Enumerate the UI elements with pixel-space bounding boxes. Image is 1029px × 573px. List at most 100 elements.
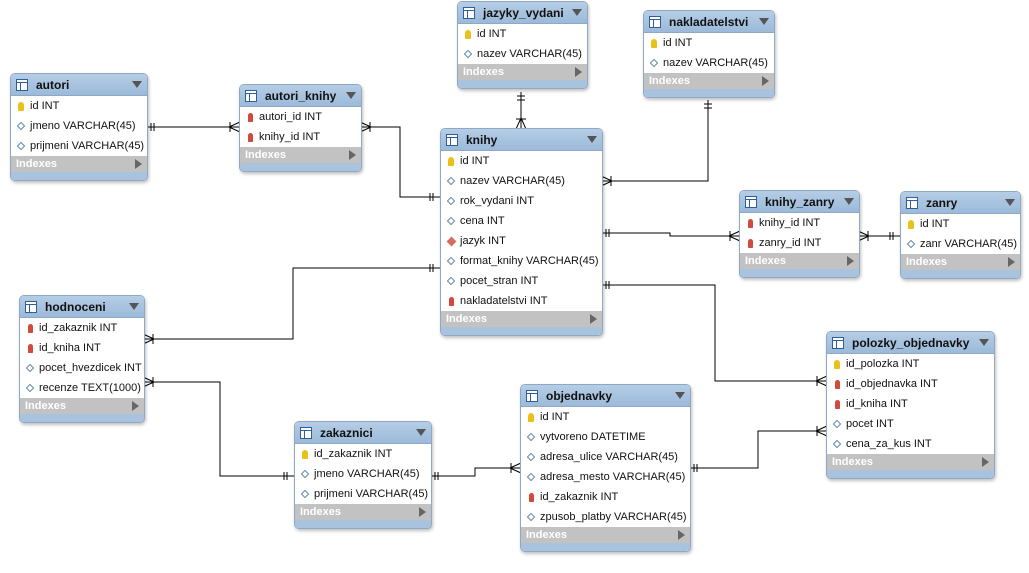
- column-row[interactable]: jmeno VARCHAR(45): [295, 464, 431, 484]
- indexes-bar[interactable]: Indexes: [740, 253, 859, 269]
- table-nakladatelstvi[interactable]: nakladatelstvi id INT nazev VARCHAR(45) Ind…: [643, 10, 775, 98]
- column-row[interactable]: vytvoreno DATETIME: [521, 427, 690, 447]
- column-row[interactable]: knihy_id INT: [740, 213, 859, 233]
- indexes-bar[interactable]: Indexes: [521, 527, 690, 543]
- indexes-bar[interactable]: Indexes: [827, 454, 994, 470]
- column-row[interactable]: id_zakaznik INT: [295, 444, 431, 464]
- table-header[interactable]: autori_knihy: [240, 85, 361, 107]
- expand-arrow-icon[interactable]: [575, 67, 582, 77]
- column-row[interactable]: nazev VARCHAR(45): [644, 53, 774, 73]
- column-label: nazev VARCHAR(45): [663, 57, 768, 69]
- table-header[interactable]: jazyky_vydani: [458, 2, 587, 24]
- column-row[interactable]: jmeno VARCHAR(45): [11, 116, 147, 136]
- dropdown-arrow-icon[interactable]: [572, 9, 582, 16]
- column-row[interactable]: format_knihy VARCHAR(45): [441, 251, 602, 271]
- column-row[interactable]: rok_vydani INT: [441, 191, 602, 211]
- dropdown-arrow-icon[interactable]: [675, 392, 685, 399]
- expand-arrow-icon[interactable]: [135, 159, 142, 169]
- column-row[interactable]: id INT: [441, 151, 602, 171]
- table-header[interactable]: polozky_objednavky: [827, 332, 994, 354]
- column-row[interactable]: id_kniha INT: [827, 394, 994, 414]
- table-header[interactable]: knihy_zanry: [740, 191, 859, 213]
- indexes-bar[interactable]: Indexes: [240, 147, 361, 163]
- column-row[interactable]: id INT: [644, 33, 774, 53]
- column-row[interactable]: cena INT: [441, 211, 602, 231]
- dropdown-arrow-icon[interactable]: [1005, 199, 1015, 206]
- indexes-bar[interactable]: Indexes: [458, 64, 587, 80]
- expand-arrow-icon[interactable]: [349, 150, 356, 160]
- column-row[interactable]: zanr VARCHAR(45): [901, 234, 1020, 254]
- column-label: prijmeni VARCHAR(45): [30, 140, 145, 152]
- dropdown-arrow-icon[interactable]: [979, 339, 989, 346]
- dropdown-arrow-icon[interactable]: [129, 303, 139, 310]
- column-row[interactable]: nakladatelstvi INT: [441, 291, 602, 311]
- column-row[interactable]: id INT: [458, 24, 587, 44]
- dropdown-arrow-icon[interactable]: [759, 18, 769, 25]
- column-row[interactable]: id_objednavka INT: [827, 374, 994, 394]
- indexes-bar[interactable]: Indexes: [644, 73, 774, 89]
- column-row[interactable]: id_zakaznik INT: [20, 318, 144, 338]
- column-row[interactable]: id_polozka INT: [827, 354, 994, 374]
- column-row[interactable]: id_kniha INT: [20, 338, 144, 358]
- column-row[interactable]: nazev VARCHAR(45): [441, 171, 602, 191]
- expand-arrow-icon[interactable]: [419, 507, 426, 517]
- table-header[interactable]: nakladatelstvi: [644, 11, 774, 33]
- indexes-bar[interactable]: Indexes: [11, 156, 147, 172]
- column-row[interactable]: zpusob_platby VARCHAR(45): [521, 507, 690, 527]
- expand-arrow-icon[interactable]: [982, 457, 989, 467]
- column-row[interactable]: zanry_id INT: [740, 233, 859, 253]
- column-row[interactable]: pocet_stran INT: [441, 271, 602, 291]
- expand-arrow-icon[interactable]: [762, 76, 769, 86]
- table-header[interactable]: knihy: [441, 129, 602, 151]
- table-header[interactable]: zanry: [901, 192, 1020, 214]
- column-label: id_kniha INT: [39, 342, 101, 354]
- column-row[interactable]: prijmeni VARCHAR(45): [11, 136, 147, 156]
- column-row[interactable]: nazev VARCHAR(45): [458, 44, 587, 64]
- column-row[interactable]: adresa_ulice VARCHAR(45): [521, 447, 690, 467]
- column-row[interactable]: id_zakaznik INT: [521, 487, 690, 507]
- column-row[interactable]: recenze TEXT(1000): [20, 378, 144, 398]
- table-name: nakladatelstvi: [669, 14, 749, 29]
- indexes-bar[interactable]: Indexes: [295, 504, 431, 520]
- table-header[interactable]: autori: [11, 74, 147, 96]
- column-row[interactable]: cena_za_kus INT: [827, 434, 994, 454]
- column-row[interactable]: adresa_mesto VARCHAR(45): [521, 467, 690, 487]
- table-header[interactable]: hodnoceni: [20, 296, 144, 318]
- indexes-bar[interactable]: Indexes: [20, 398, 144, 414]
- expand-arrow-icon[interactable]: [1008, 257, 1015, 267]
- column-row[interactable]: pocet_hvezdicek INT: [20, 358, 144, 378]
- indexes-bar[interactable]: Indexes: [441, 311, 602, 327]
- table-header[interactable]: zakaznici: [295, 422, 431, 444]
- column-row[interactable]: pocet INT: [827, 414, 994, 434]
- expand-arrow-icon[interactable]: [847, 256, 854, 266]
- column-label: id_objednavka INT: [846, 378, 938, 390]
- dropdown-arrow-icon[interactable]: [346, 92, 356, 99]
- column-row[interactable]: prijmeni VARCHAR(45): [295, 484, 431, 504]
- dropdown-arrow-icon[interactable]: [416, 429, 426, 436]
- dropdown-arrow-icon[interactable]: [132, 81, 142, 88]
- dropdown-arrow-icon[interactable]: [844, 198, 854, 205]
- expand-arrow-icon[interactable]: [132, 401, 139, 411]
- column-row[interactable]: knihy_id INT: [240, 127, 361, 147]
- dropdown-arrow-icon[interactable]: [587, 136, 597, 143]
- column-row[interactable]: id INT: [901, 214, 1020, 234]
- table-header[interactable]: objednavky: [521, 385, 690, 407]
- relation-autori-autori-knihy: [146, 121, 241, 133]
- column-row[interactable]: autori_id INT: [240, 107, 361, 127]
- column-row[interactable]: jazyk INT: [441, 231, 602, 251]
- indexes-bar[interactable]: Indexes: [901, 254, 1020, 270]
- expand-arrow-icon[interactable]: [590, 314, 597, 324]
- expand-arrow-icon[interactable]: [678, 530, 685, 540]
- column-row[interactable]: id INT: [11, 96, 147, 116]
- column-row[interactable]: id INT: [521, 407, 690, 427]
